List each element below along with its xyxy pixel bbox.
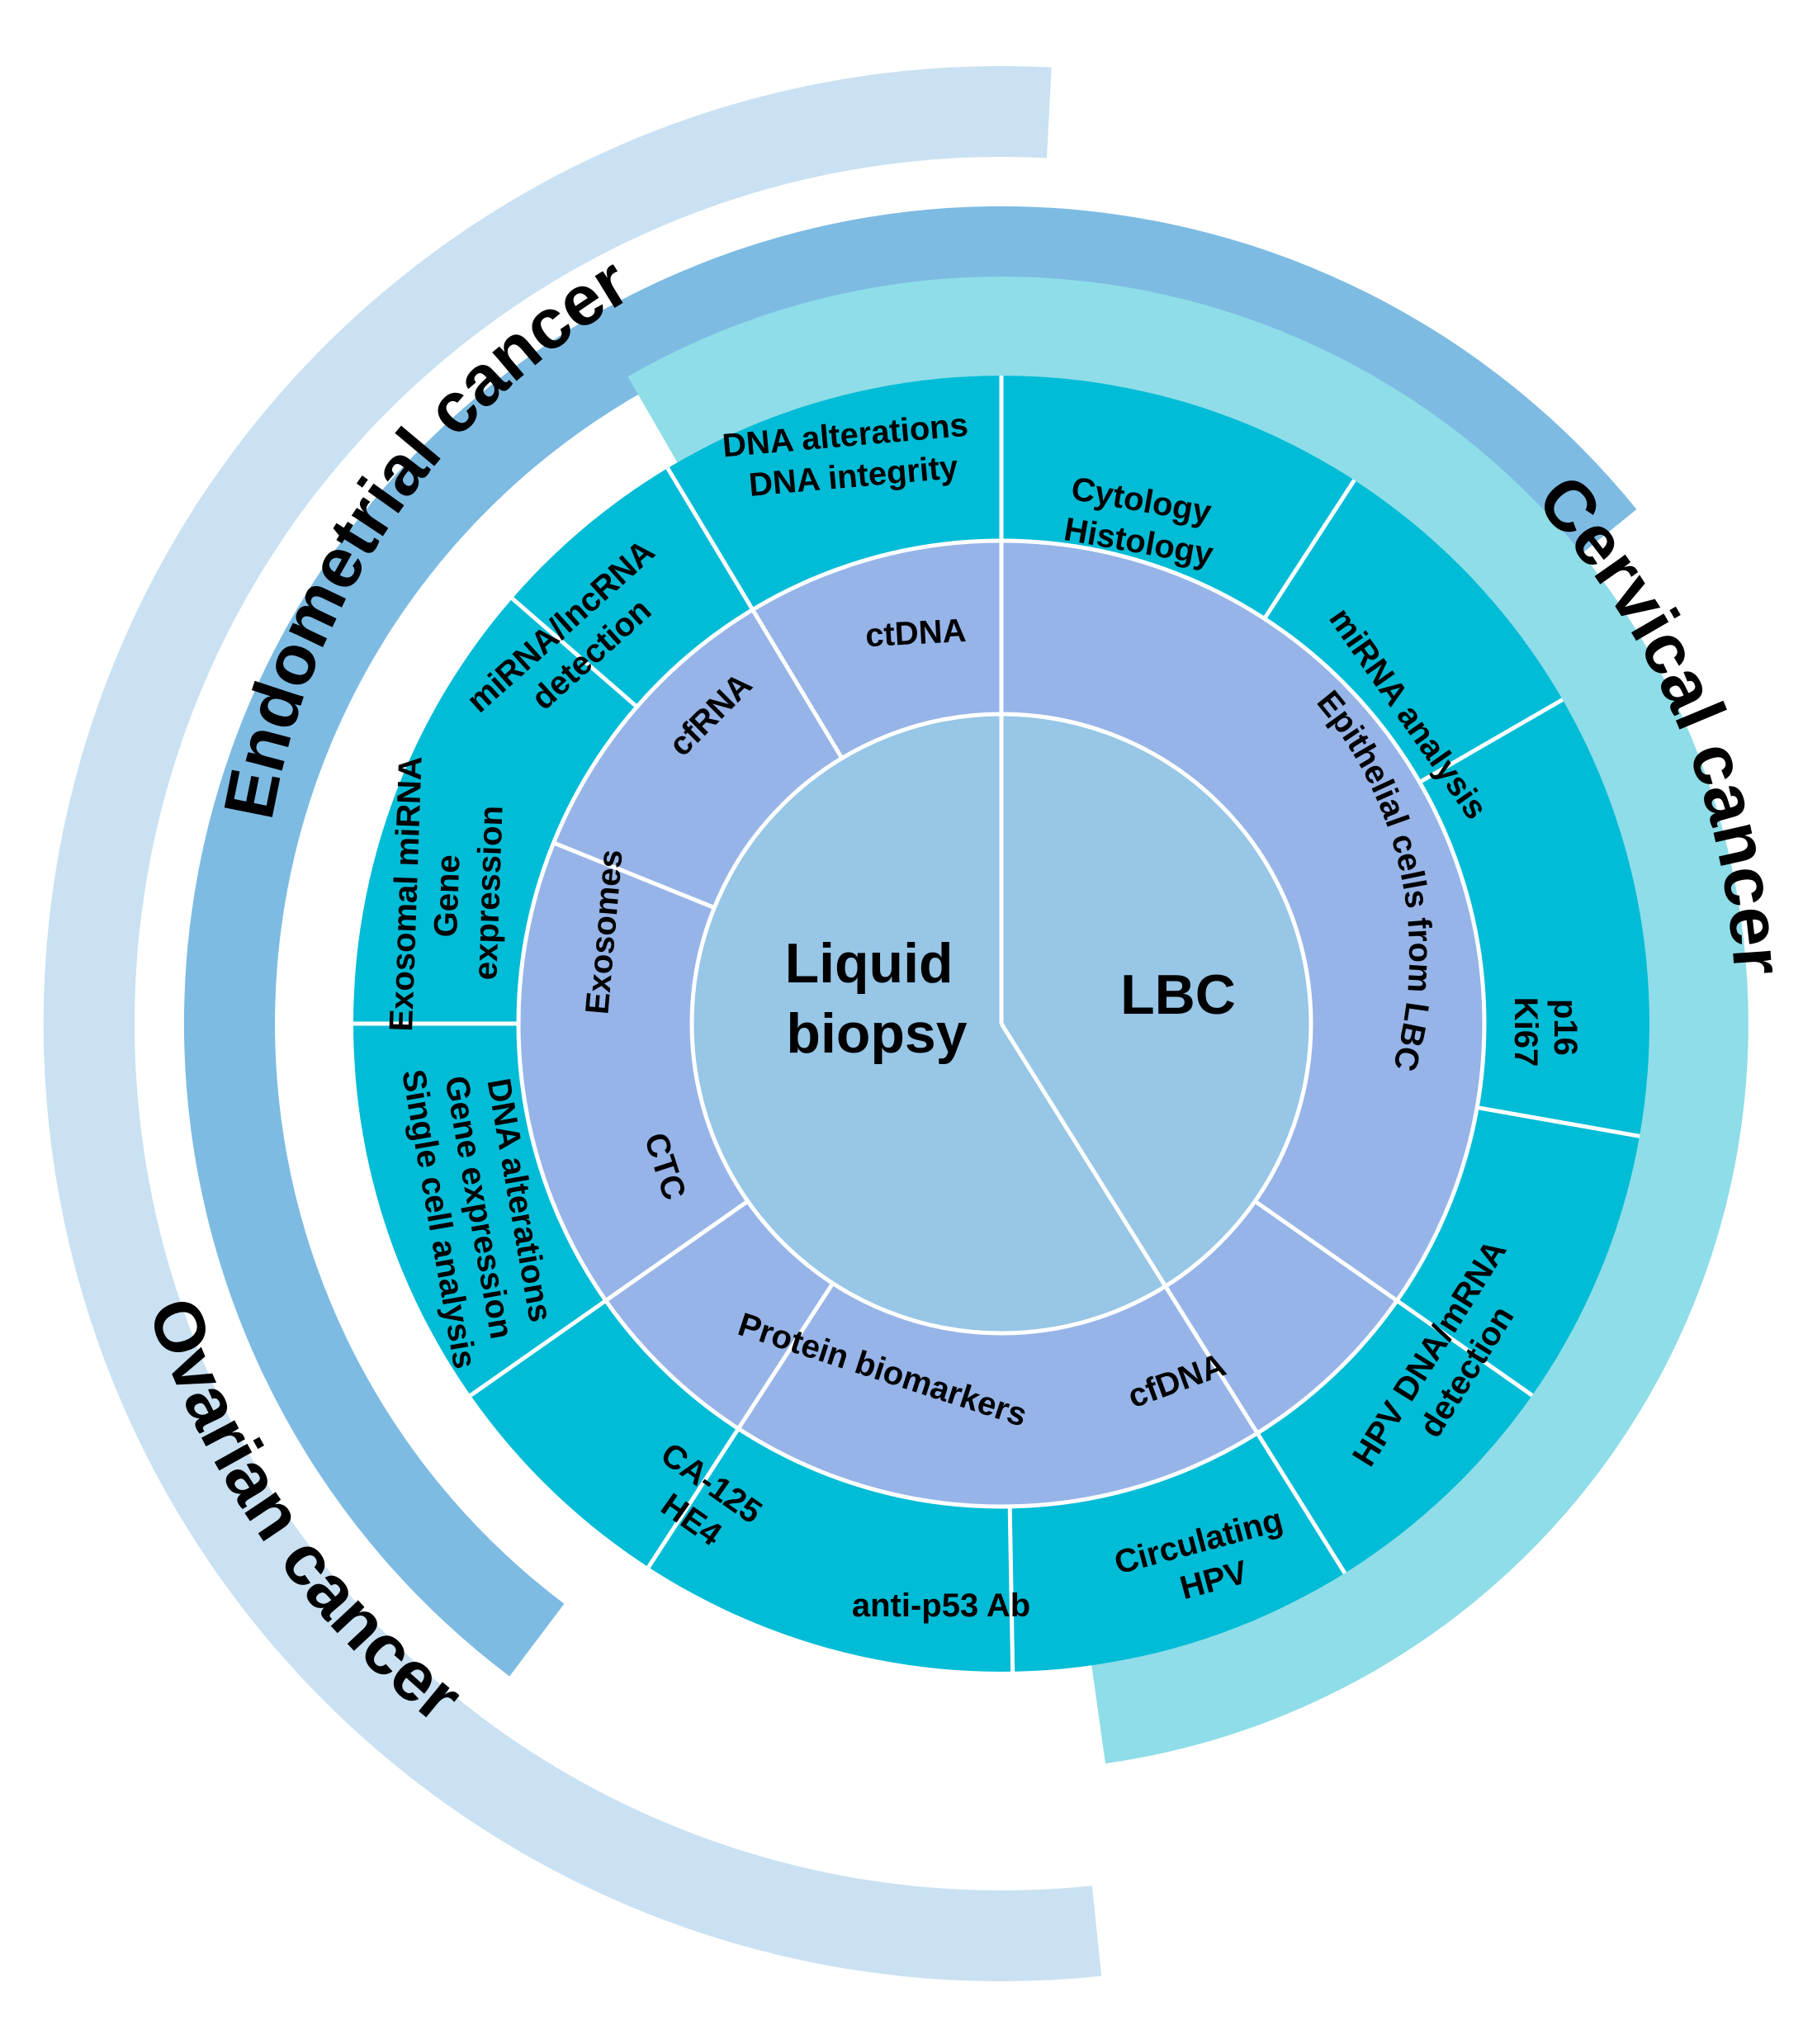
outer-divider-3	[1476, 1105, 1640, 1138]
center-divider-bottom	[999, 1022, 1167, 1288]
anti-p53-label: anti-p53 Ab	[852, 1587, 1030, 1624]
outer-divider-2	[1418, 698, 1564, 784]
cancer-bands	[43, 65, 1749, 1981]
outer-divider-7	[646, 1427, 741, 1568]
outer-divider-10	[510, 597, 639, 709]
middle-divider-6	[750, 608, 845, 759]
outer-divider-6	[1007, 1506, 1015, 1672]
exosomal-mirna-label: Exosomal miRNA Gene expression	[383, 748, 512, 1035]
outer-divider-5	[1255, 1431, 1347, 1575]
p16-ki67-label: p16 Ki67	[1507, 997, 1583, 1067]
cervical-cancer-band	[627, 277, 1749, 1764]
middle-divider-5	[552, 840, 716, 910]
middle-divider-3	[736, 1282, 835, 1430]
segment-separators	[353, 376, 1640, 1672]
outer-divider-11	[665, 466, 755, 611]
outer-divider-4	[1395, 1299, 1534, 1398]
middle-divider-2	[1163, 1285, 1260, 1435]
middle-divider-1	[1253, 1199, 1398, 1303]
lbc-label: LBC	[1120, 963, 1236, 1026]
middle-divider-4	[604, 1199, 750, 1303]
outer-divider-1	[1262, 479, 1356, 620]
liquid-biopsy-label: Liquid biopsy	[785, 932, 969, 1065]
ctdna-label: ctDNA	[864, 613, 967, 654]
outer-divider-8	[469, 1299, 608, 1398]
